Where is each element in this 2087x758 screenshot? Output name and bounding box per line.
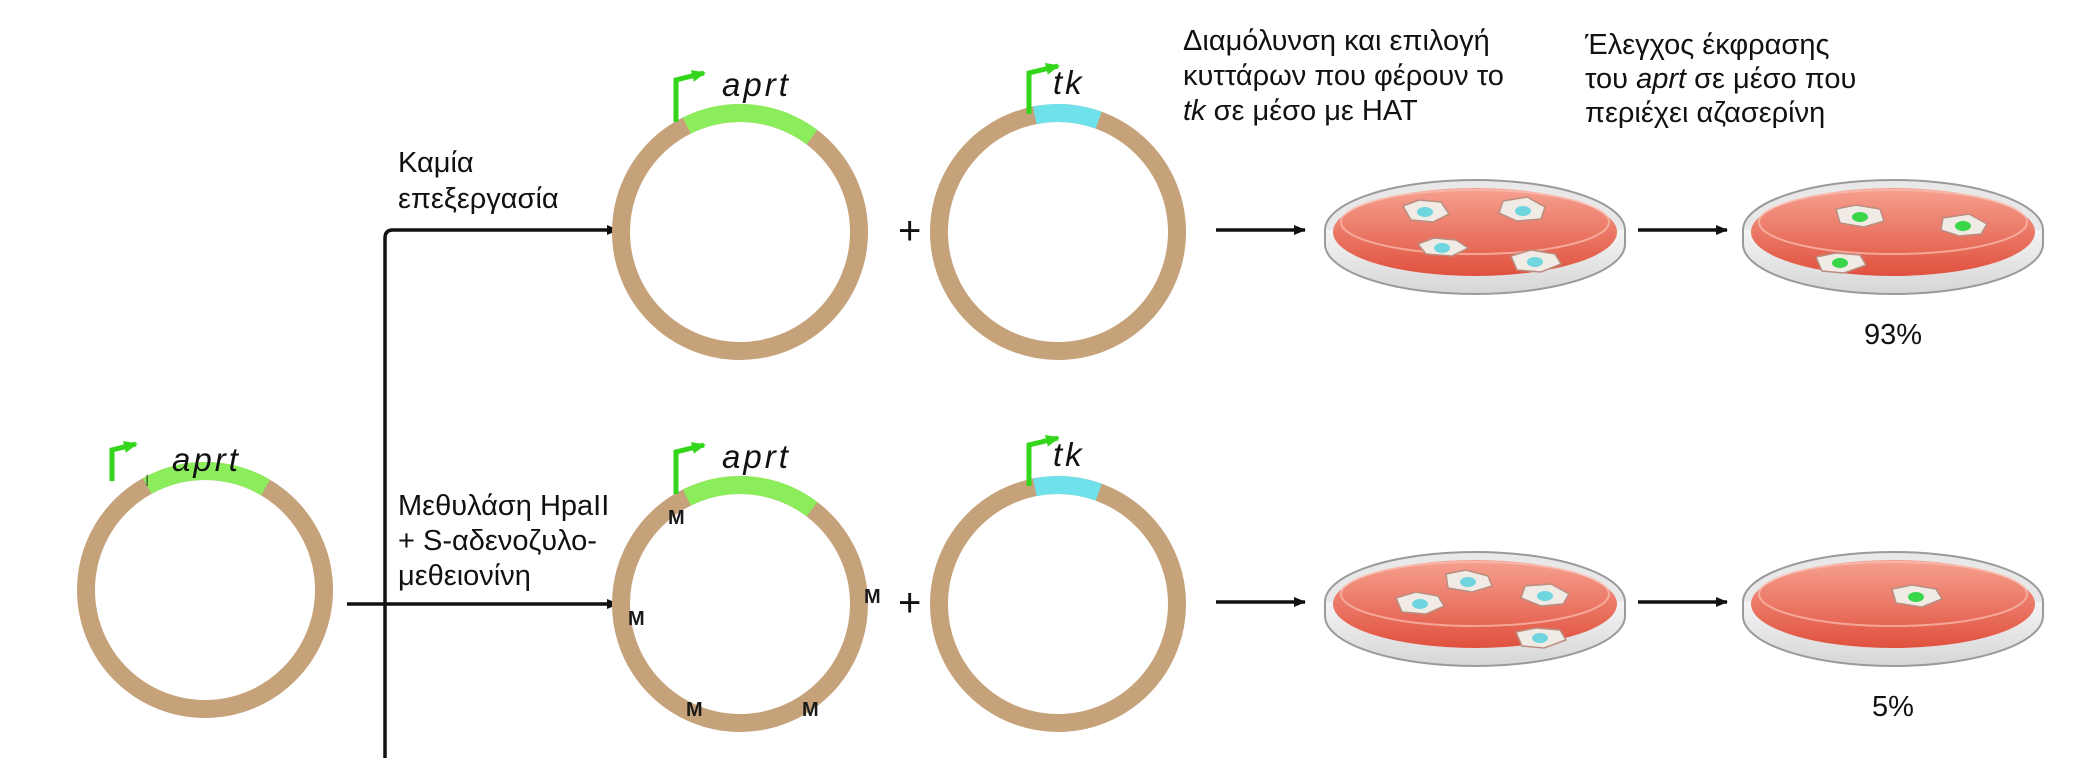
petri-dish-expression-untreated	[1742, 179, 2044, 295]
nucleus-blue-icon	[1527, 257, 1543, 267]
cell	[1835, 204, 1885, 228]
nucleus-green-icon	[1852, 212, 1868, 222]
cell	[1394, 591, 1446, 615]
promoter-arrow-icon	[673, 442, 706, 494]
tk-gene-label: tk	[1053, 436, 1085, 473]
aprt-gene-segment	[142, 461, 271, 496]
tk-gene-segment	[1033, 104, 1102, 129]
methylated-result-percent: 5%	[1872, 691, 1914, 723]
nucleus-blue-icon	[1434, 243, 1450, 253]
aprt-gene-label: aprt	[722, 438, 791, 475]
plasmid-ring	[612, 104, 868, 360]
methyl-mark: M	[686, 699, 703, 721]
plus-sign: +	[898, 209, 921, 253]
culture-medium	[1333, 560, 1617, 648]
petri-dish-selection-untreated	[1324, 179, 1626, 295]
nucleus-blue-icon	[1460, 577, 1476, 587]
untreated-aprt-plasmid: aprt	[612, 66, 868, 360]
transfection-label: Διαμόλυνση και επιλογή κυττάρων που φέρο…	[1183, 25, 1512, 127]
cell	[1498, 196, 1546, 222]
aprt-gene-label: aprt	[172, 441, 241, 478]
nucleus-green-icon	[1832, 258, 1848, 268]
plasmid-ring	[612, 476, 868, 732]
methylase-label: Μεθυλάση HpaII + S-αδενοζυλο- μεθειονίνη	[398, 490, 617, 592]
cell	[1509, 249, 1563, 273]
untreated-tk-plasmid: tk	[930, 62, 1186, 360]
nucleus-green-icon	[1955, 221, 1971, 231]
promoter-arrow-icon	[1026, 62, 1060, 114]
culture-medium	[1751, 560, 2035, 648]
methyl-mark: M	[802, 699, 819, 721]
methyl-mark: M	[864, 586, 881, 608]
promoter-arrow-icon	[673, 70, 706, 122]
cell	[1416, 237, 1470, 257]
cell	[1514, 627, 1568, 649]
cell	[1814, 252, 1868, 274]
nucleus-blue-icon	[1532, 633, 1548, 643]
promoter-arrow-icon	[109, 441, 138, 481]
cell	[1940, 213, 1989, 237]
culture-medium	[1751, 188, 2035, 276]
plus-sign: +	[898, 581, 921, 625]
branch-arrow-untreated	[383, 225, 619, 758]
branch-connectors	[347, 225, 619, 758]
petri-dish-expression-methylated	[1742, 551, 2044, 667]
source-plasmid: aprt	[77, 441, 333, 718]
nucleus-blue-icon	[1515, 206, 1531, 216]
methylated-aprt-plasmid: aprt M M M M M	[612, 438, 881, 732]
cell	[1891, 584, 1944, 608]
untreated-label: Καμία επεξεργασία	[398, 147, 559, 215]
expression-label: Έλεγχος έκφρασης του aprt σε μέσο που πε…	[1584, 29, 1864, 129]
petri-dish-selection-methylated	[1324, 551, 1626, 667]
nucleus-blue-icon	[1412, 599, 1428, 609]
tk-gene-label: tk	[1053, 64, 1085, 101]
tk-gene-segment	[1033, 476, 1102, 501]
nucleus-blue-icon	[1537, 591, 1553, 601]
plasmid-ring	[930, 476, 1186, 732]
aprt-gene-segment	[682, 476, 818, 517]
aprt-gene-segment	[682, 104, 818, 145]
methyl-mark: M	[628, 608, 645, 630]
methylated-tk-plasmid: tk	[930, 434, 1186, 732]
cell	[1445, 569, 1494, 593]
nucleus-blue-icon	[1417, 207, 1433, 217]
cell	[1401, 199, 1451, 223]
cell	[1520, 583, 1571, 607]
methyl-mark: M	[668, 507, 685, 529]
plasmid-ring	[77, 462, 333, 718]
nucleus-green-icon	[1908, 592, 1924, 602]
untreated-result-percent: 93%	[1864, 319, 1922, 351]
aprt-gene-label: aprt	[722, 66, 791, 103]
plasmid-ring	[930, 104, 1186, 360]
promoter-arrow-icon	[1026, 434, 1060, 486]
